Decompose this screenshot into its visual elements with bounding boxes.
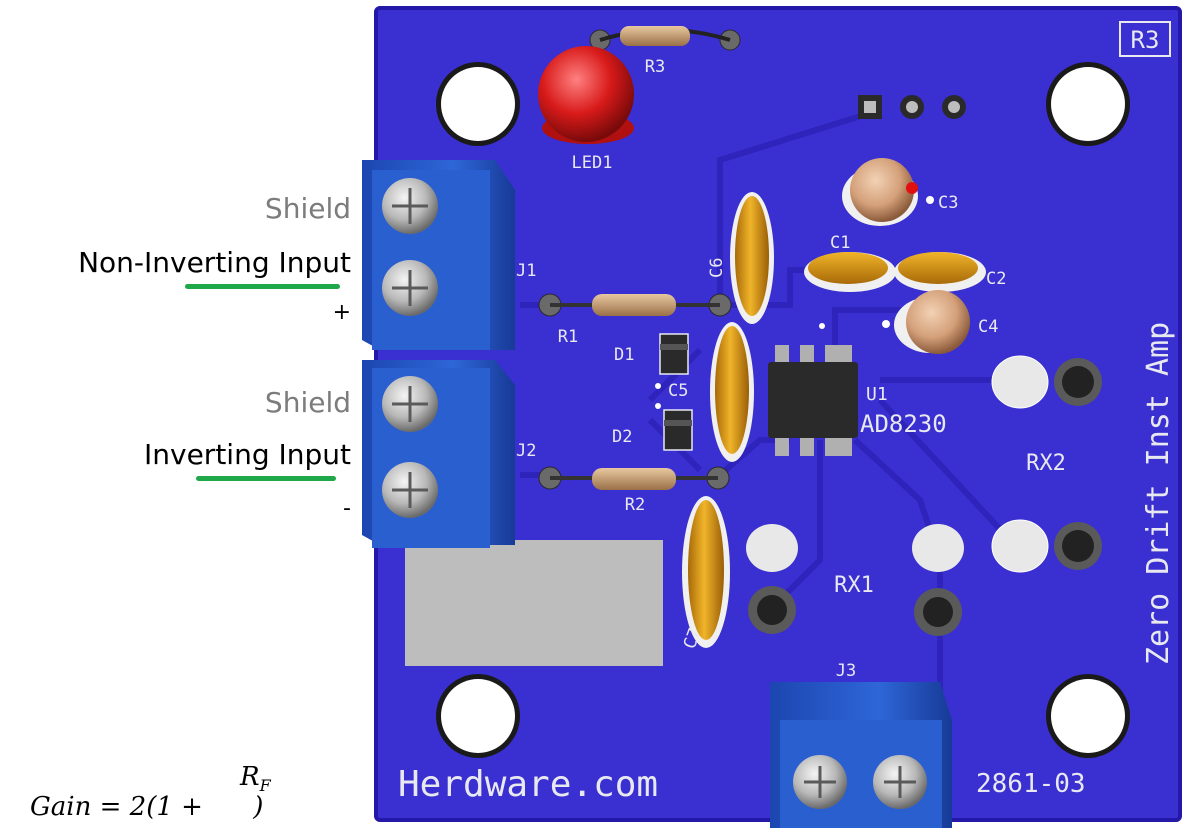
- terminal-j3: [770, 682, 952, 828]
- non-inverting-underline: [185, 284, 340, 289]
- three-pin-header: [858, 95, 966, 119]
- rx1-socket-top-right: [912, 524, 964, 572]
- formula-rf: RF: [240, 762, 271, 796]
- brand-label: Herdware.com: [398, 764, 658, 805]
- formula-close: ): [253, 792, 264, 822]
- c4-capacitor: [906, 290, 970, 354]
- revision-box: [1119, 21, 1171, 57]
- gain-formula: Gain = 2(1 + RF ): [30, 762, 271, 822]
- silkscreen-label-j1: J1: [516, 261, 536, 281]
- board-title-vertical: Zero Drift Inst Amp: [1141, 322, 1176, 665]
- inverting-input-label: Inverting Input: [144, 438, 351, 471]
- formula-left: Gain = 2(1 +: [30, 792, 203, 822]
- silkscreen-label-led1: LED1: [572, 153, 613, 173]
- silkscreen-label-c6: C6: [707, 258, 727, 278]
- silkscreen-label-d1: D1: [614, 345, 634, 365]
- rx2-socket-top-left: [991, 355, 1049, 409]
- inverting-underline: [196, 476, 336, 481]
- silkscreen-label-c1: C1: [830, 233, 850, 253]
- c6-capacitor: [735, 196, 769, 316]
- silkscreen-label-c5: C5: [668, 381, 688, 401]
- r1-resistor: [592, 294, 676, 316]
- revision-label: R3: [1131, 26, 1160, 54]
- silkscreen-label-r3: R3: [645, 57, 665, 77]
- terminal-j1: [362, 160, 515, 350]
- shield-bottom-label: Shield: [264, 386, 351, 419]
- plus-sign: +: [332, 300, 351, 325]
- c3-capacitor: [850, 158, 914, 222]
- r3-resistor: [620, 26, 690, 46]
- c1-capacitor: [808, 252, 888, 284]
- label-pad: [405, 540, 663, 666]
- c7-capacitor: [688, 500, 724, 640]
- silkscreen-label-d2: D2: [612, 427, 632, 447]
- silkscreen-label-c3: C3: [938, 193, 958, 213]
- silkscreen-label-r1: R1: [558, 327, 578, 347]
- shield-top-label: Shield: [264, 192, 351, 225]
- u1-chip: [768, 323, 858, 456]
- d1-diode: [659, 333, 689, 375]
- led1: [538, 46, 634, 142]
- c5-capacitor: [715, 326, 749, 454]
- d2-diode: [663, 409, 693, 451]
- silkscreen-label-r2: R2: [625, 495, 645, 515]
- rx2-socket-bottom-left: [991, 519, 1049, 573]
- mounting-holes: [436, 62, 1130, 758]
- terminal-j2: [362, 360, 515, 548]
- rx1-socket-top: [746, 524, 798, 572]
- silkscreen-label-rx1: RX1: [834, 573, 874, 598]
- silkscreen-label-j3: J3: [836, 661, 856, 681]
- part-number-label: 2861-03: [976, 769, 1086, 799]
- silkscreen-label-c4: C4: [978, 317, 998, 337]
- r2-resistor: [592, 468, 676, 490]
- c2-capacitor: [898, 252, 978, 284]
- minus-sign: -: [343, 496, 351, 521]
- silkscreen-label-u1: U1: [866, 384, 888, 405]
- chip-label: AD8230: [860, 410, 947, 438]
- silkscreen-label-rx2: RX2: [1026, 451, 1066, 476]
- silkscreen-label-j2: J2: [516, 441, 536, 461]
- silkscreen-label-c2: C2: [986, 269, 1006, 289]
- non-inverting-input-label: Non-Inverting Input: [78, 246, 351, 279]
